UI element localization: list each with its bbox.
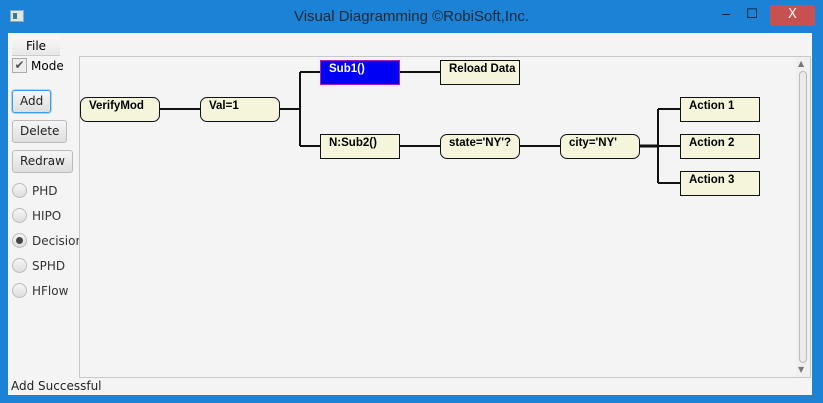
scroll-down-icon[interactable]: ▼ xyxy=(798,365,805,374)
connector-lines xyxy=(160,71,680,184)
node-reload-data[interactable]: Reload Data xyxy=(440,60,520,85)
redraw-button[interactable]: Redraw xyxy=(12,150,73,173)
app-icon xyxy=(10,10,24,22)
mode-checkbox[interactable]: ✔ Mode xyxy=(12,58,64,73)
check-icon: ✔ xyxy=(12,58,27,73)
node-city[interactable]: city='NY' xyxy=(560,134,640,159)
menu-file[interactable]: File xyxy=(12,36,60,56)
scroll-thumb[interactable] xyxy=(799,71,807,363)
radio-hflow[interactable]: HFlow xyxy=(12,283,68,298)
status-text: Add Successful xyxy=(11,379,102,393)
node-verifymod[interactable]: VerifyMod xyxy=(80,97,160,122)
mode-label: Mode xyxy=(31,58,64,73)
scroll-up-icon[interactable]: ▲ xyxy=(798,59,805,68)
node-action-3[interactable]: Action 3 xyxy=(680,171,760,196)
add-button[interactable]: Add xyxy=(12,90,52,113)
client-area: File ✔ Mode Add Delete Redraw PHD HIPO De… xyxy=(8,33,812,395)
close-button[interactable]: X xyxy=(770,5,815,26)
node-sub2[interactable]: N:Sub2() xyxy=(320,134,400,159)
diagram-canvas[interactable]: VerifyMod Val=1 Sub1() Reload Data N:Sub… xyxy=(79,56,811,378)
node-action-1[interactable]: Action 1 xyxy=(680,97,760,122)
minimize-button[interactable]: ‒ xyxy=(721,7,731,22)
node-state[interactable]: state='NY'? xyxy=(440,134,520,159)
node-sub1[interactable]: Sub1() xyxy=(320,60,400,85)
radio-decision[interactable]: Decision xyxy=(12,233,83,248)
delete-button[interactable]: Delete xyxy=(12,120,68,143)
node-action-2[interactable]: Action 2 xyxy=(680,134,760,159)
window-title: Visual Diagramming ©RobiSoft,Inc. xyxy=(293,8,530,25)
node-val[interactable]: Val=1 xyxy=(200,97,280,122)
maximize-button[interactable]: ☐ xyxy=(746,7,758,22)
radio-phd[interactable]: PHD xyxy=(12,183,58,198)
radio-sphd[interactable]: SPHD xyxy=(12,258,65,273)
vertical-scrollbar[interactable]: ▲ ▼ xyxy=(796,57,810,377)
radio-hipo[interactable]: HIPO xyxy=(12,208,61,223)
